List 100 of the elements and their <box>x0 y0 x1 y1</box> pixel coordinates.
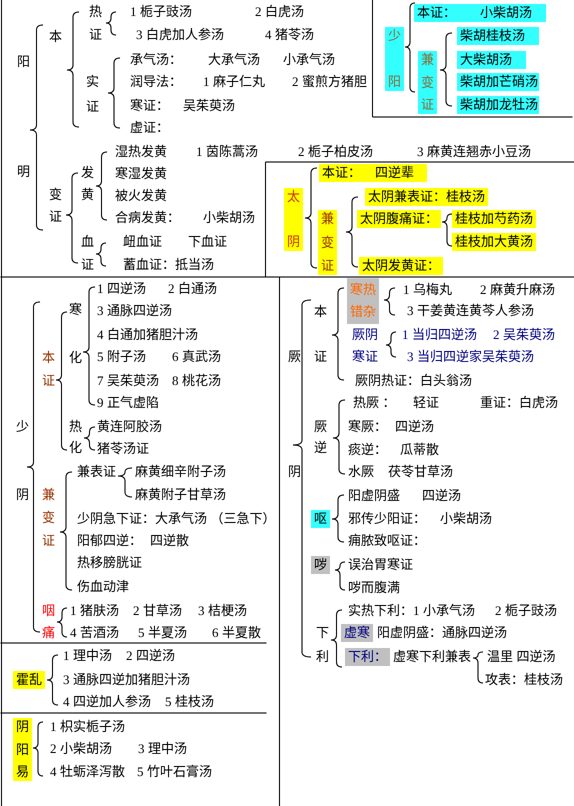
category-heading: 本证 <box>42 350 55 389</box>
entry-text: 衄血证 <box>123 234 162 250</box>
category-heading: 哕 <box>311 556 330 574</box>
entry-text: 阳虚阴盛 <box>348 488 400 504</box>
entry-text: 3 干姜黄连黄芩人参汤 <box>407 303 534 319</box>
highlighted-entry: 四逆辈 <box>372 164 427 182</box>
highlighted-entry: 小柴胡汤 <box>477 4 546 22</box>
entry-text: 热移膀胱证 <box>77 555 142 571</box>
highlighted-entry: 下利： <box>345 648 390 666</box>
category-heading: 实证 <box>86 74 99 115</box>
entry-text: 6 半夏散 <box>212 625 261 641</box>
entry-text: 1 栀子豉汤 <box>130 4 192 20</box>
entry-text: 痰逆： <box>348 442 387 458</box>
entry-text: 阳郁四逆： <box>77 533 142 549</box>
highlighted-entry: 太阴腹痛证： <box>357 210 441 228</box>
entry-text: 5 桂枝汤 <box>165 694 214 710</box>
entry-text: 1 理中汤 <box>63 648 112 664</box>
entry-text: 小柴胡汤 <box>203 210 255 226</box>
highlighted-entry: 本证： <box>414 4 478 22</box>
entry-text: 少阴急下证：大承气汤 （三急下） <box>77 511 276 527</box>
entry-text: 5 半夏汤 <box>138 625 187 641</box>
entry-text: 1 当归四逆汤 <box>402 327 477 343</box>
entry-text: 1 麻子仁丸 <box>203 74 265 90</box>
entry-text: 哕而腹满 <box>348 580 400 596</box>
category-heading: 寒热错杂 <box>347 278 379 324</box>
entry-text: 茯苓甘草汤 <box>388 464 453 480</box>
entry-text: 瓜蒂散 <box>400 442 439 458</box>
entry-text: 水厥 <box>348 464 374 480</box>
entry-text: 2 白通汤 <box>168 281 217 297</box>
entry-text: 1 茵陈蒿汤 <box>196 144 258 160</box>
category-heading: 咽痛 <box>42 603 55 641</box>
entry-text: 5 竹叶石膏汤 <box>137 764 212 780</box>
entry-text: 2 蜜煎方猪胆 <box>292 74 367 90</box>
category-heading: 少阴 <box>16 419 29 503</box>
entry-text: 2 小柴胡汤 <box>50 741 112 757</box>
highlighted-entry: 本证： <box>319 164 372 182</box>
entry-text: 3 桔梗汤 <box>198 603 247 619</box>
entry-text: 9 正气虚陷 <box>97 395 159 411</box>
entry-text: 4 苦酒汤 <box>70 625 119 641</box>
category-heading: 阳明 <box>17 54 30 180</box>
entry-text: 邪传少阳证： <box>348 511 426 527</box>
entry-text: 轻证 <box>413 395 439 411</box>
entry-text: 2 栀子柏皮汤 <box>298 144 373 160</box>
entry-text: 下血证 <box>188 234 227 250</box>
entry-text: 重证：白虎汤 <box>480 395 558 411</box>
category-heading: 呕 <box>311 510 330 528</box>
entry-text: 3 白虎加人参汤 <box>136 27 224 43</box>
entry-text: 8 桃花汤 <box>172 373 221 389</box>
entry-text: 麻黄附子甘草汤 <box>135 487 226 503</box>
entry-text: 4 猪苓汤 <box>265 27 314 43</box>
entry-text: 4 四逆加人参汤 <box>63 694 151 710</box>
entry-text: 2 甘草汤 <box>133 603 182 619</box>
highlighted-entry: 太阴兼表证：桂枝汤 <box>365 188 488 206</box>
entry-text: 1 乌梅丸 <box>403 282 452 298</box>
entry-text: 承气汤： <box>130 52 182 68</box>
entry-text: 1 枳实栀子汤 <box>50 719 125 735</box>
highlighted-entry: 桂枝加大黄汤 <box>452 233 536 251</box>
entry-text: 误治胃寒证 <box>348 557 413 573</box>
category-heading: 热证 <box>89 4 102 43</box>
highlighted-entry: 柴胡加芒硝汤 <box>457 73 539 91</box>
entry-text: 3 麻黄连翘赤小豆汤 <box>417 144 531 160</box>
entry-text: 3 当归四逆家吴茱萸汤 <box>407 349 534 365</box>
entry-text: 虚证： <box>130 120 169 136</box>
entry-text: 2 栀子豉汤 <box>495 603 557 619</box>
entry-text: 寒湿发黄 <box>115 166 167 182</box>
entry-text: 小柴胡汤 <box>440 511 492 527</box>
entry-text: 猪苓汤证 <box>97 441 149 457</box>
entry-text: 3 理中汤 <box>138 741 187 757</box>
category-heading: 兼变证 <box>318 210 337 275</box>
entry-text: 四逆汤 <box>395 419 434 435</box>
entry-text: 寒厥： <box>348 419 387 435</box>
category-heading: 厥阴寒证 <box>352 326 378 366</box>
entry-text: 寒证： <box>130 98 169 114</box>
entry-text: 2 麻黄升麻汤 <box>480 282 555 298</box>
entry-text: 2 四逆汤 <box>126 648 175 664</box>
highlighted-entry: 柴胡加龙牡汤 <box>457 96 539 114</box>
highlighted-entry: 桂枝加芍药汤 <box>452 210 536 228</box>
entry-text: 4 白通加猪胆汁汤 <box>97 327 198 343</box>
entry-text: 被火发黄 <box>115 188 167 204</box>
entry-text: 3 通脉四逆加猪胆汁汤 <box>63 672 190 688</box>
category-heading: 下利 <box>316 625 329 665</box>
entry-text: 厥阴热证：白头翁汤 <box>355 373 472 389</box>
entry-text: 2 吴茱萸汤 <box>493 327 555 343</box>
entry-text: 大承气汤 <box>208 52 260 68</box>
entry-text: 麻黄细辛附子汤 <box>135 464 226 480</box>
category-heading: 兼变证 <box>418 51 437 114</box>
entry-text: 伤血动津 <box>77 579 129 595</box>
category-heading: 厥逆 <box>314 419 327 456</box>
category-heading: 少阳 <box>385 27 404 91</box>
entry-text: 四逆汤 <box>422 488 461 504</box>
entry-text: 合病发黄： <box>115 210 180 226</box>
category-heading: 热化 <box>69 419 82 456</box>
highlighted-entry: 太阴发黄证： <box>359 257 443 275</box>
entry-text: 黄连阿胶汤 <box>97 419 162 435</box>
category-heading: 霍乱 <box>13 671 45 689</box>
entry-text: 湿热发黄 <box>115 144 167 160</box>
entry-text: 3 通脉四逆汤 <box>97 303 172 319</box>
entry-text: 1 四逆汤 <box>97 281 146 297</box>
highlighted-entry: 虚寒 <box>341 624 373 642</box>
entry-text: 6 真武汤 <box>172 349 221 365</box>
